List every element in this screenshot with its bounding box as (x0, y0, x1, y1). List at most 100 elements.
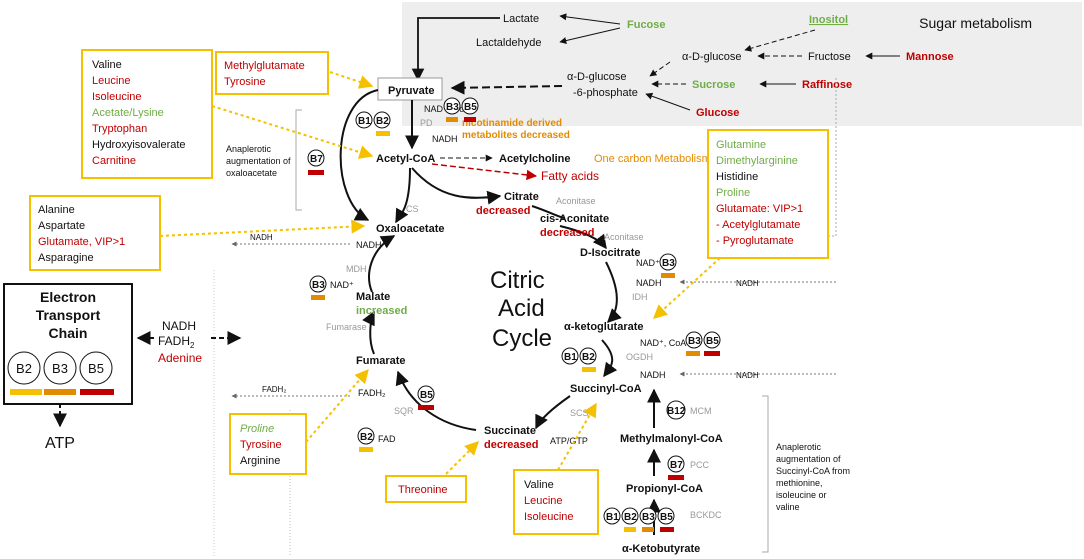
glutamine-item-5: - Acetylglutamate (716, 219, 800, 231)
anaplerotic-succ-5: isoleucine or (776, 490, 827, 500)
vit-b3-idh: B3 (662, 258, 675, 269)
etc-b3: B3 (52, 361, 68, 376)
vit-b1-bckdc: B1 (606, 512, 619, 523)
lactate-label: Lactate (503, 13, 539, 25)
valine-item-2: Isoleucine (524, 511, 574, 523)
mannose-label: Mannose (906, 51, 954, 63)
enzyme-aconitase-2: Aconitase (604, 232, 644, 242)
etc-adenine: Adenine (158, 351, 202, 365)
pyruvate-label: Pyruvate (388, 85, 434, 97)
glutamine-item-1: Dimethylarginine (716, 155, 798, 167)
glutamine-item-6: - Pyroglutamate (716, 235, 794, 247)
propionyl-label: Propionyl-CoA (626, 483, 703, 495)
etc-line3: Chain (49, 325, 88, 341)
cofactor-nadh-mdh: NADH (356, 240, 382, 250)
vit-b3-pd: B3 (446, 102, 459, 113)
electron-transport-chain: Electron Transport Chain B2 B3 B5 ATP NA… (3, 283, 242, 452)
arrow-glucose-g6p (649, 61, 671, 77)
glutamine-item-4: Glutamate: VIP>1 (716, 203, 803, 215)
valine-item-0: Valine (524, 479, 554, 491)
acetylcoa-label: Acetyl-CoA (376, 153, 435, 165)
cofactor-fad: FAD (378, 434, 396, 444)
sucrose-label: Sucrose (692, 79, 735, 91)
cis-aconitate-status: decreased (540, 227, 594, 239)
bcaa-item-2: Isoleucine (92, 91, 142, 103)
alanine-item-3: Asparagine (38, 252, 94, 264)
enzyme-idh: IDH (632, 292, 648, 302)
cofactor-nadh-idh: NADH (636, 278, 662, 288)
methyl-item-0: Methylglutamate (224, 60, 305, 72)
vit-b2-bckdc: B2 (624, 512, 637, 523)
box-valine: Valine Leucine Isoleucine (513, 469, 599, 535)
box-bcaa: Valine Leucine Isoleucine Acetate/Lysine… (81, 49, 213, 179)
enzyme-mdh: MDH (346, 264, 367, 274)
etc-b2: B2 (16, 361, 32, 376)
enzyme-fumarase: Fumarase (326, 322, 367, 332)
fumarate-label: Fumarate (356, 355, 406, 367)
vit-b7-pcc: B7 (670, 460, 683, 471)
vit-b3-ogdh: B3 (688, 336, 701, 347)
arrow-glucose-g6p2 (645, 92, 691, 111)
proline-item-2: Arginine (240, 455, 280, 467)
cycle-title-2: Acid (498, 295, 545, 322)
bcaa-item-3: Acetate/Lysine (92, 107, 164, 119)
bcaa-item-1: Leucine (92, 75, 131, 87)
etc-line2: Transport (36, 307, 101, 323)
enzyme-cs: CS (406, 204, 419, 214)
citric-acid-cycle-ring (362, 167, 622, 431)
vit-b7-pc: B7 (310, 154, 323, 165)
cofactor-nad-mdh: NAD⁺ (330, 280, 354, 290)
enzyme-ogdh: OGDH (626, 352, 653, 362)
fatty-acids-label: Fatty acids (541, 169, 599, 183)
etc-b5: B5 (88, 361, 104, 376)
nadh-line-label-3: NADH (736, 371, 759, 380)
box-threonine: Threonine (385, 475, 467, 503)
vit-b2-pd: B2 (376, 116, 389, 127)
enzyme-sqr: SQR (394, 406, 414, 416)
box-alanine: Alanine Aspartate Glutamate, VIP>1 Aspar… (29, 195, 161, 271)
yellow-connectors (159, 71, 721, 475)
bracket-oaa (295, 109, 302, 211)
methyl-item-1: Tyrosine (224, 76, 266, 88)
cofactor-nadh-ogdh: NADH (640, 370, 666, 380)
anaplerotic-succ-4: methionine, (776, 478, 823, 488)
enzyme-mcm: MCM (690, 406, 712, 416)
g6p-label-line1: α-D-glucose (567, 71, 627, 83)
enzyme-pd: PD (420, 118, 433, 128)
anaplerotic-oaa-3: oxaloacetate (226, 168, 277, 178)
citrate-status: decreased (476, 205, 530, 217)
arrow-inositol-glucose (744, 29, 816, 52)
anaplerotic-succ-3: Succinyl-CoA from (776, 466, 850, 476)
glutamine-item-0: Glutamine (716, 139, 766, 151)
lactaldehyde-label: Lactaldehyde (476, 37, 541, 49)
fucose-label: Fucose (627, 19, 666, 31)
glutamine-item-2: Histidine (716, 171, 758, 183)
enzyme-bckdc: BCKDC (690, 510, 722, 520)
proline-item-0: Proline (240, 423, 274, 435)
anaplerotic-succ-2: augmentation of (776, 454, 841, 464)
cycle-title-1: Citric (490, 267, 545, 294)
anaplerotic-succ-6: valine (776, 502, 800, 512)
etc-fadh2: FADH2 (158, 334, 195, 350)
sugar-title: Sugar metabolism (919, 15, 1032, 31)
g6p-label-line2: -6-phosphate (573, 87, 638, 99)
malate-label: Malate (356, 291, 390, 303)
vit-b12-mcm: B12 (667, 406, 686, 417)
alanine-item-2: Glutamate, VIP>1 (38, 236, 125, 248)
cofactor-nadh-pd: NADH (432, 134, 458, 144)
threonine-item-0: Threonine (398, 484, 448, 496)
cofactor-atp-gtp: ATP/GTP (550, 436, 588, 446)
nicotinamide-line1: nicotinamide derived (462, 118, 562, 129)
vit-b2-fad: B2 (360, 432, 373, 443)
arrow-g6p-pyruvate (450, 80, 563, 95)
succinylcoa-label: Succinyl-CoA (570, 383, 642, 395)
bcaa-item-6: Carnitine (92, 155, 136, 167)
cycle-title-3: Cycle (492, 325, 552, 352)
vitamin-badges: B1 B2 B3 B5 B7 B3 B3 B1 B2 B3 B5 B5 B2 B… (307, 97, 721, 532)
succinate-status: decreased (484, 439, 538, 451)
citrate-label: Citrate (504, 191, 539, 203)
cis-aconitate-label: cis-Aconitate (540, 213, 609, 225)
proline-item-1: Tyrosine (240, 439, 282, 451)
arrow-pyruvate-oxaloacetate (339, 89, 379, 221)
